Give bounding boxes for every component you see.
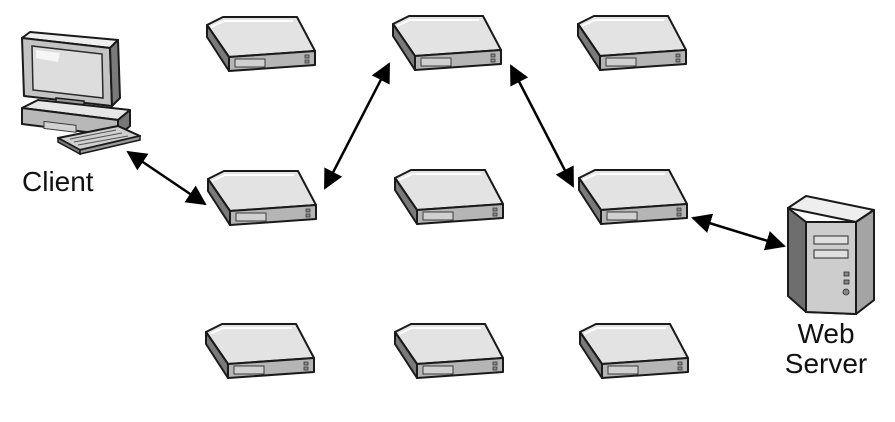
relay-node-r1c2 (392, 15, 502, 71)
relay-node-r2c1 (207, 170, 317, 226)
relay-node-r1c1 (206, 16, 316, 72)
web-server-label: Web Server (776, 319, 876, 379)
arrow-relay-left-to-relay-top (323, 62, 391, 190)
tower-server-icon (787, 195, 875, 315)
web-server-label-line1: Web (797, 318, 855, 349)
arrow-relay-right-to-server (691, 213, 786, 251)
desktop-computer-icon (21, 31, 141, 156)
web-server-label-line2: Server (784, 348, 868, 379)
relay-node-r3c2 (394, 323, 504, 379)
arrow-client-to-relay (126, 150, 207, 206)
relay-node-r2c2 (394, 169, 504, 225)
relay-node-r2c3 (578, 169, 688, 225)
relay-node-r1c3 (577, 15, 687, 71)
arrow-relay-top-to-relay-right (509, 64, 575, 188)
relay-node-r3c3 (579, 323, 689, 379)
client-label: Client (22, 166, 94, 197)
relay-node-r3c1 (205, 323, 315, 379)
